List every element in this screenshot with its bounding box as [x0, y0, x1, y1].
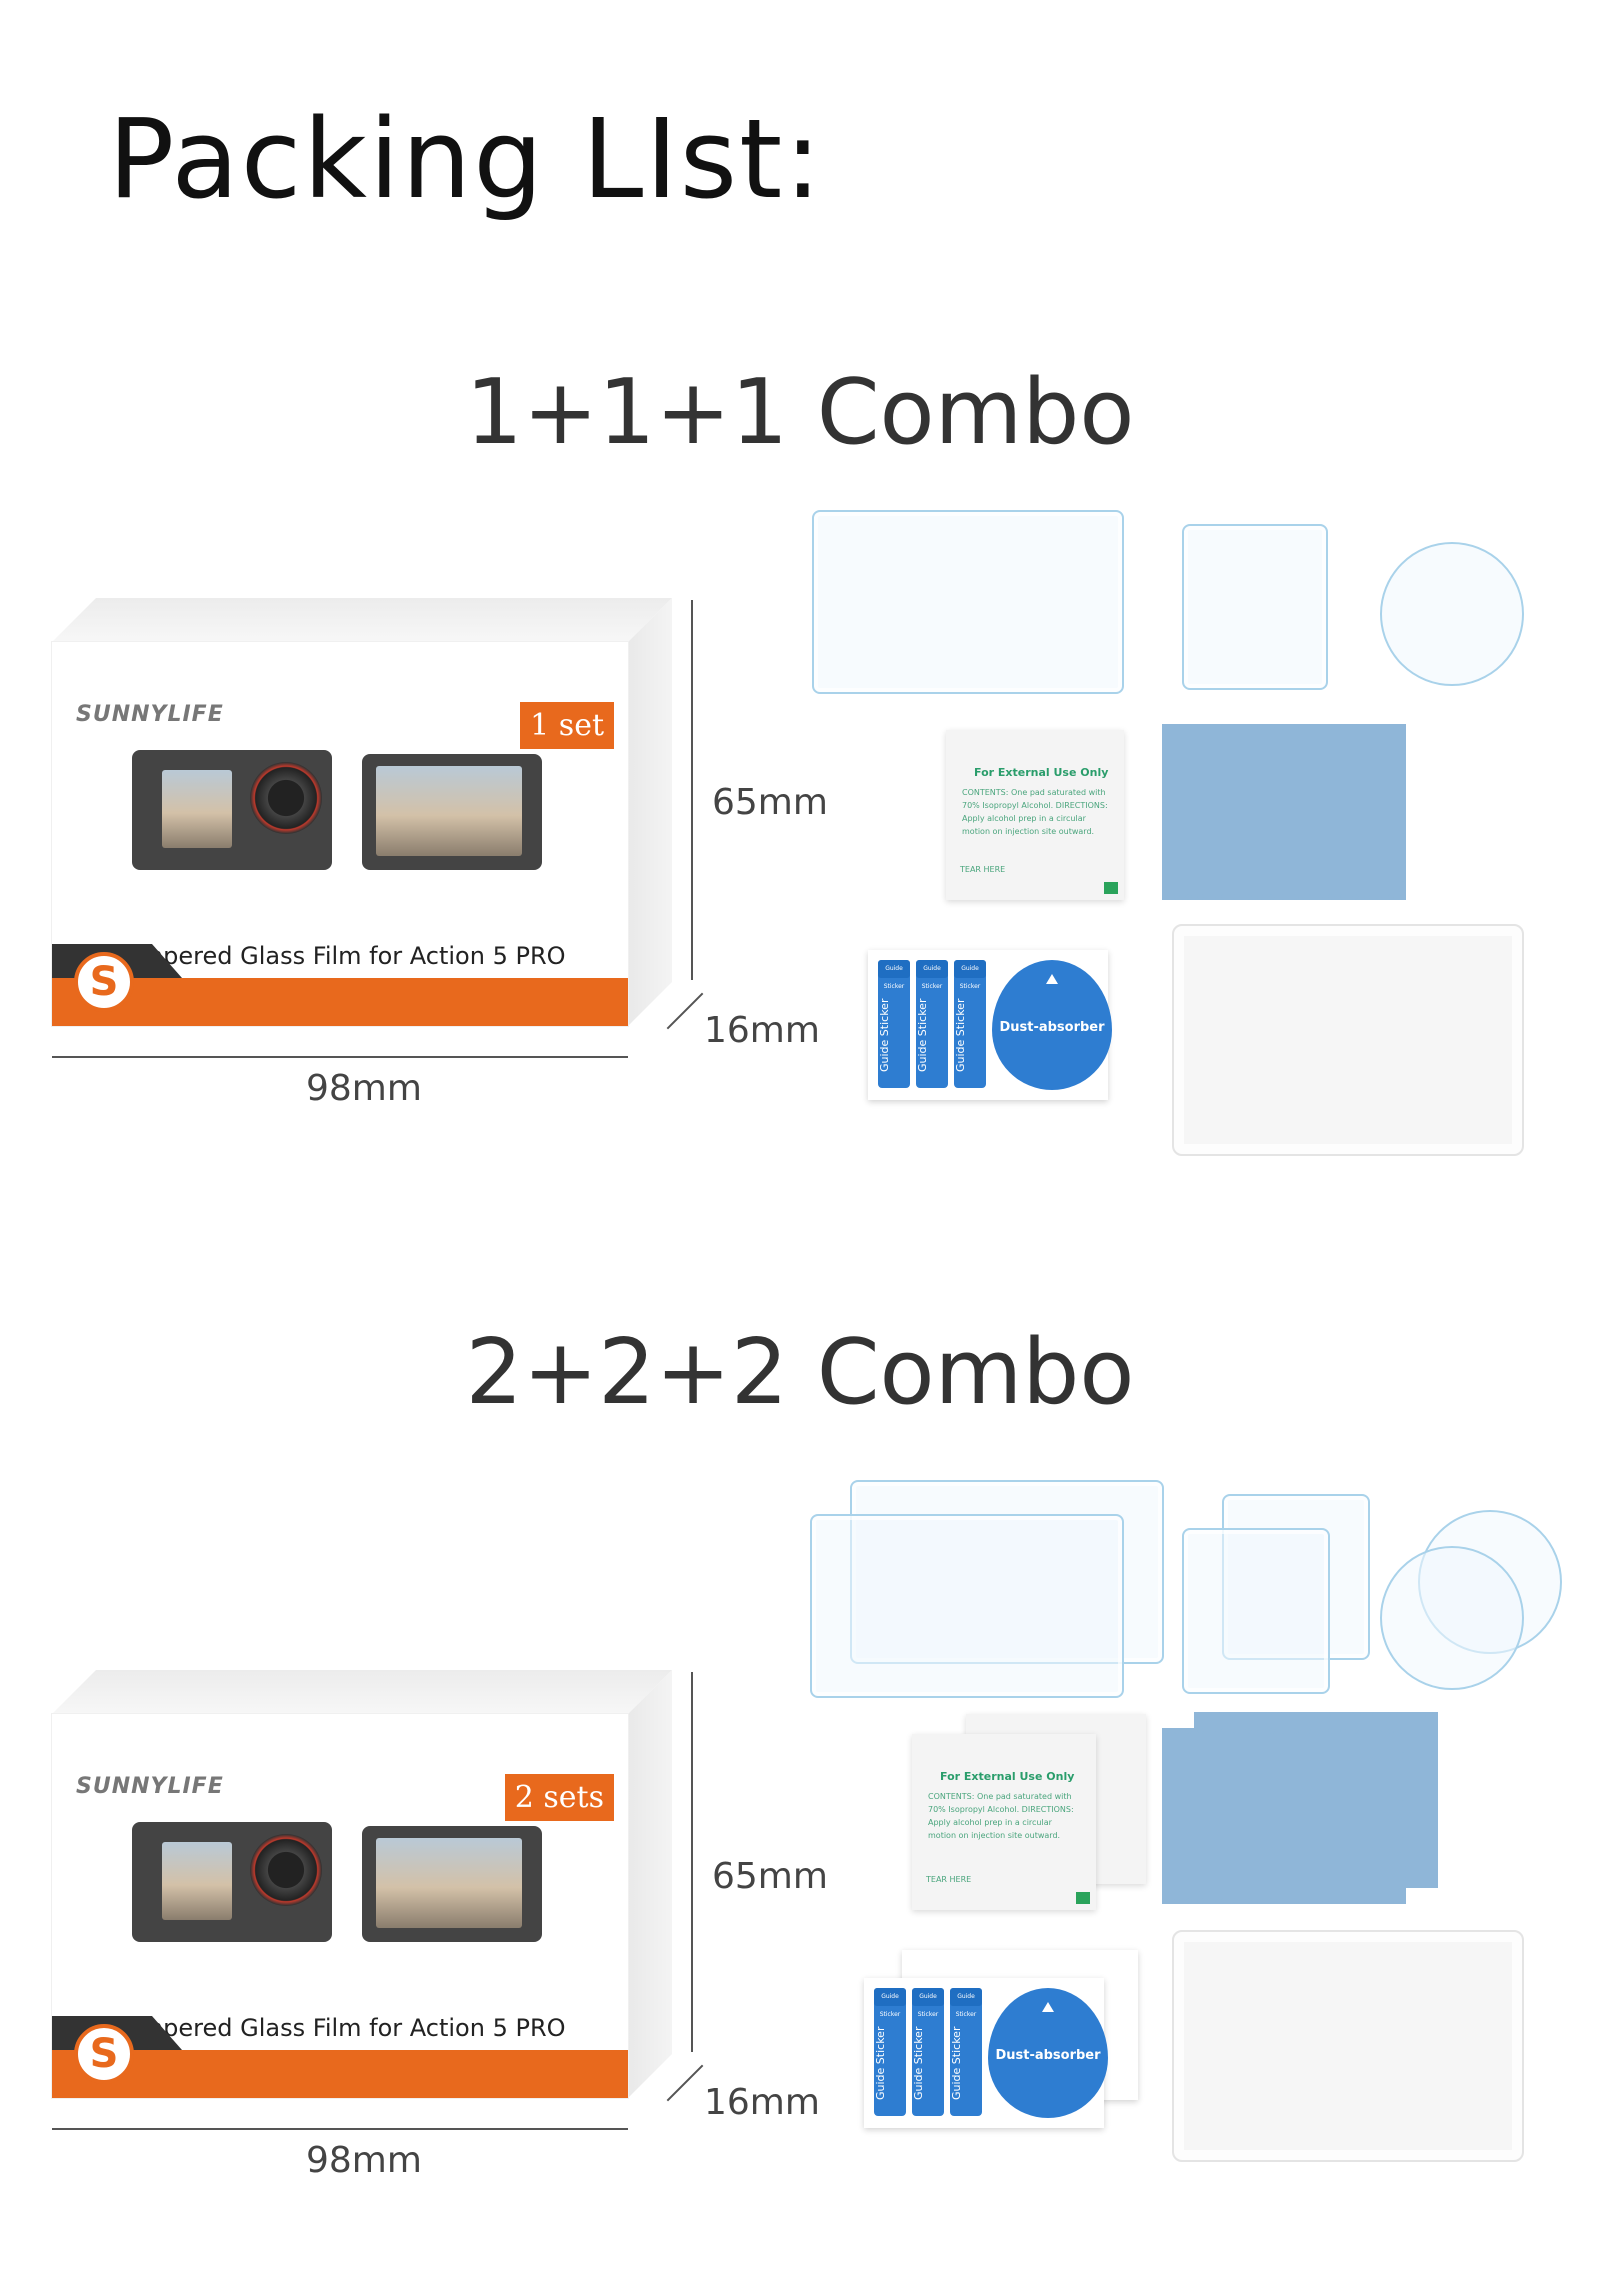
height-arrow — [691, 600, 693, 980]
screen-protector-small — [1182, 1528, 1330, 1694]
depth-arrow — [666, 992, 704, 1030]
cleaning-cloth — [1162, 1728, 1406, 1904]
product-box-2: SUNNYLIFE 2 sets Tempered Glass Film for… — [52, 1670, 672, 2098]
wipe-mark — [1104, 882, 1118, 894]
dust-label: Dust-absorber — [999, 1020, 1105, 1035]
box-side — [628, 598, 672, 1026]
brand-logo: SUNNYLIFE — [76, 1774, 224, 1799]
wipe-body: CONTENTS: One pad saturated with 70% Iso… — [928, 1792, 1074, 1840]
box-top — [52, 598, 672, 642]
lens-protector — [1380, 542, 1524, 686]
camera-lens — [250, 1834, 322, 1906]
s-logo-icon: S — [74, 952, 134, 1012]
box-top — [52, 1670, 672, 1714]
camera-lens — [250, 762, 322, 834]
guide-sticker: Guide Sticker Guide Sticker — [950, 1988, 982, 2116]
guide-text: Guide Sticker — [916, 998, 929, 1072]
camera-back — [362, 1826, 542, 1942]
combo-2-title: 2+2+2 Combo — [465, 1320, 1135, 1425]
wipe-mark — [1076, 1892, 1090, 1904]
guide-sticker: Guide Sticker Guide Sticker — [912, 1988, 944, 2116]
box-front: SUNNYLIFE 1 set Tempered Glass Film for … — [52, 642, 628, 1026]
combo-1-title: 1+1+1 Combo — [465, 360, 1135, 465]
guide-sticker-card: Guide Sticker Guide Sticker Guide Sticke… — [868, 950, 1112, 1100]
screen-protector-large — [810, 1514, 1124, 1698]
wipe-tear: TEAR HERE — [960, 865, 1006, 874]
screen-protector-small — [1182, 524, 1328, 690]
storage-case — [1172, 924, 1524, 1156]
box-caption: Tempered Glass Film for Action 5 PRO — [114, 942, 566, 970]
wipe-title: For External Use Only — [974, 766, 1109, 779]
guide-head: Guide Sticker — [878, 960, 910, 990]
guide-text: Guide Sticker — [874, 2026, 887, 2100]
guide-text: Guide Sticker — [950, 2026, 963, 2100]
guide-head: Guide Sticker — [916, 960, 948, 990]
triangle-icon — [1046, 974, 1058, 984]
height-label: 65mm — [712, 782, 828, 823]
camera-front — [132, 750, 332, 870]
lens-protector — [1380, 1546, 1524, 1690]
depth-arrow — [666, 2064, 704, 2102]
alcohol-wipe: For External Use Only CONTENTS: One pad … — [946, 730, 1124, 900]
height-label: 65mm — [712, 1856, 828, 1897]
guide-sticker: Guide Sticker Guide Sticker — [878, 960, 910, 1088]
stripe-orange — [52, 2050, 628, 2098]
brand-logo: SUNNYLIFE — [76, 702, 224, 727]
width-label: 98mm — [306, 2140, 422, 2181]
width-arrow — [52, 1056, 628, 1058]
camera-back-screen — [376, 766, 522, 856]
s-logo-icon: S — [74, 2024, 134, 2084]
cleaning-cloth — [1162, 724, 1406, 900]
box-front: SUNNYLIFE 2 sets Tempered Glass Film for… — [52, 1714, 628, 2098]
set-badge: 2 sets — [504, 1774, 614, 1821]
guide-text: Guide Sticker — [878, 998, 891, 1072]
storage-case — [1172, 1930, 1524, 2162]
guide-text: Guide Sticker — [912, 2026, 925, 2100]
wipe-title: For External Use Only — [940, 1770, 1075, 1783]
wipe-tear: TEAR HERE — [926, 1875, 972, 1884]
guide-head: Guide Sticker — [874, 1988, 906, 2018]
guide-text: Guide Sticker — [954, 998, 967, 1072]
stripe-orange — [52, 978, 628, 1026]
dust-label: Dust-absorber — [995, 2048, 1101, 2063]
alcohol-wipe: For External Use Only CONTENTS: One pad … — [912, 1734, 1096, 1910]
camera-front — [132, 1822, 332, 1942]
box-side — [628, 1670, 672, 2098]
guide-head: Guide Sticker — [950, 1988, 982, 2018]
guide-sticker: Guide Sticker Guide Sticker — [916, 960, 948, 1088]
guide-head: Guide Sticker — [954, 960, 986, 990]
set-badge: 1 set — [520, 702, 614, 749]
dust-absorber: Dust-absorber — [992, 960, 1112, 1090]
guide-sticker-card: Guide Sticker Guide Sticker Guide Sticke… — [864, 1978, 1108, 2128]
camera-back — [362, 754, 542, 870]
height-arrow — [691, 1672, 693, 2052]
width-label: 98mm — [306, 1068, 422, 1109]
guide-sticker: Guide Sticker Guide Sticker — [954, 960, 986, 1088]
box-caption: Tempered Glass Film for Action 5 PRO — [114, 2014, 566, 2042]
depth-label: 16mm — [704, 1010, 820, 1051]
screen-protector-large — [812, 510, 1124, 694]
guide-sticker: Guide Sticker Guide Sticker — [874, 1988, 906, 2116]
page-title: Packing LIst: — [108, 95, 824, 223]
dust-absorber: Dust-absorber — [988, 1988, 1108, 2118]
triangle-icon — [1042, 2002, 1054, 2012]
depth-label: 16mm — [704, 2082, 820, 2123]
wipe-body: CONTENTS: One pad saturated with 70% Iso… — [962, 788, 1108, 836]
camera-front-screen — [162, 770, 232, 848]
camera-front-screen — [162, 1842, 232, 1920]
guide-head: Guide Sticker — [912, 1988, 944, 2018]
product-box-1: SUNNYLIFE 1 set Tempered Glass Film for … — [52, 598, 672, 1026]
camera-back-screen — [376, 1838, 522, 1928]
width-arrow — [52, 2128, 628, 2130]
